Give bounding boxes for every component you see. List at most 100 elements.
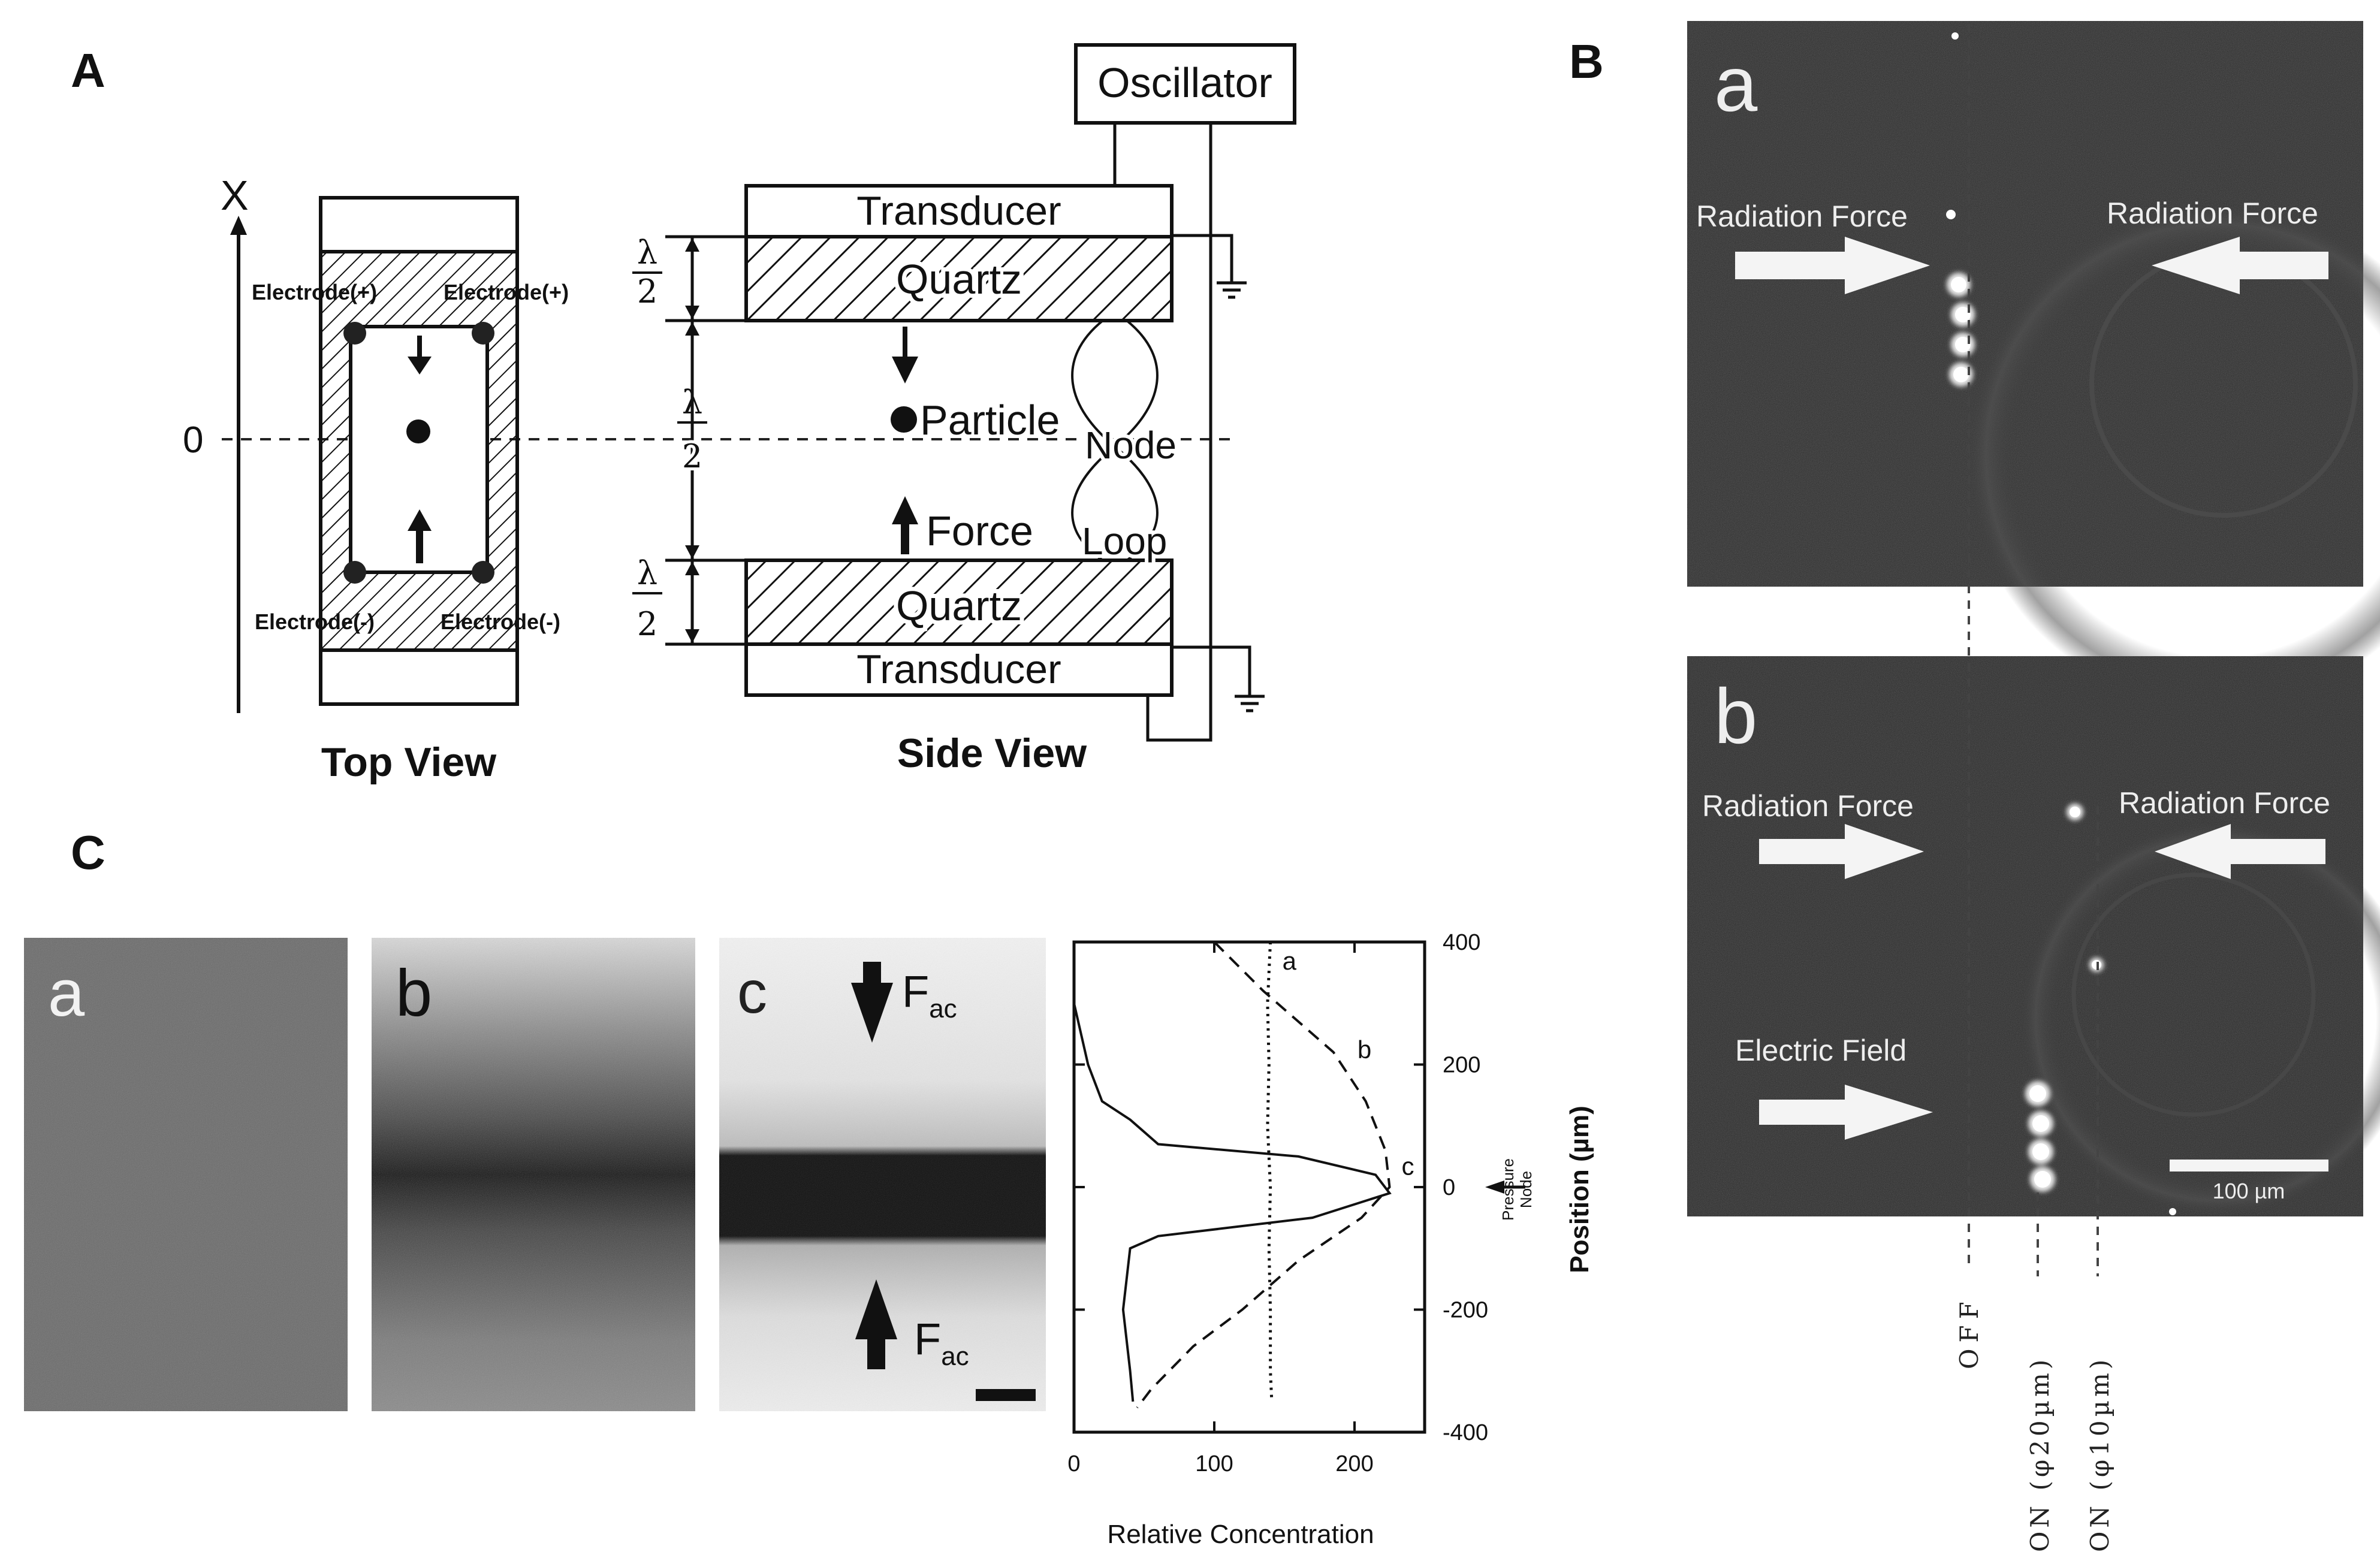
quartz-top-label: Quartz xyxy=(896,256,1022,303)
on-10um-label: ON (φ10µm) xyxy=(2085,1356,2114,1552)
transducer-bottom-label: Transducer xyxy=(856,647,1061,692)
down-arrow-icon xyxy=(851,962,893,1043)
x-tick-label: 0 xyxy=(1067,1451,1080,1477)
zero-label: 0 xyxy=(183,419,203,461)
lambda-half-label: λ 2 xyxy=(677,384,707,478)
electrode-dot xyxy=(343,322,366,345)
panel-label-b: B xyxy=(1569,35,1604,88)
particle-label: Particle xyxy=(920,397,1060,443)
x-axis-label: X xyxy=(221,172,249,219)
arrow-right-icon xyxy=(1759,1085,1933,1140)
ground-wire-bottom xyxy=(1172,645,1251,695)
sub-label-b: b xyxy=(1714,672,1757,760)
on-20um-label: ON (φ20µm) xyxy=(2025,1356,2055,1552)
quartz-bottom-label: Quartz xyxy=(896,582,1022,629)
series-line-a xyxy=(1266,941,1274,1402)
y-tick-label: -400 xyxy=(1443,1420,1488,1445)
svg-text:2: 2 xyxy=(637,273,657,310)
down-arrowhead xyxy=(892,357,918,384)
fac-bottom-label: Fac xyxy=(914,1314,969,1371)
electrode-label-top-left: Electrode(+) xyxy=(252,280,377,304)
electrode-dot xyxy=(343,561,366,584)
pressure-node-arrow-icon xyxy=(1485,1180,1504,1194)
series-label-c: c xyxy=(1402,1152,1414,1180)
y-tick-label: 200 xyxy=(1443,1053,1480,1078)
side-view-caption: Side View xyxy=(897,730,1087,776)
up-arrow-icon xyxy=(855,1279,897,1369)
dimension-arrowheads xyxy=(685,238,699,643)
radiation-force-right: Radiation Force xyxy=(2107,197,2318,230)
radiation-force-left: Radiation Force xyxy=(1702,789,1914,823)
node-label: Node xyxy=(1085,424,1177,467)
top-end-block xyxy=(319,196,519,253)
electrode-label-bottom-left: Electrode(-) xyxy=(255,609,375,634)
scale-bar xyxy=(2170,1160,2328,1172)
panel-c-image-b: b xyxy=(372,938,695,1411)
sub-label-a: a xyxy=(1714,40,1758,128)
electrode-label-bottom-right: Electrode(-) xyxy=(441,609,560,634)
lambda-half-label: λ 2 xyxy=(632,554,662,643)
lambda-half-label: λ 2 xyxy=(632,234,662,310)
side-view-diagram: Oscillator Transducer Quartz Quartz Tran… xyxy=(632,43,1296,776)
electric-field-label: Electric Field xyxy=(1735,1034,1907,1067)
oscillator-wire-2 xyxy=(1146,123,1212,742)
data-series xyxy=(1073,941,1392,1409)
fac-top-label: Fac xyxy=(902,967,957,1023)
y-tick-label: 400 xyxy=(1443,930,1480,955)
ground-symbol-icon xyxy=(1235,695,1265,712)
y-axis-title: Position (µm) xyxy=(1565,1106,1594,1273)
panel-b-image-b: b Radiation Force Radiation Force Electr… xyxy=(1687,656,2380,1216)
quartz-bottom xyxy=(744,558,1174,646)
standing-wave-curve xyxy=(1071,319,1159,561)
arrow-right-icon xyxy=(1735,237,1930,294)
top-view-caption: Top View xyxy=(321,739,497,785)
svg-text:λ: λ xyxy=(637,234,657,271)
svg-text:λ: λ xyxy=(682,384,702,421)
axis-ticks xyxy=(1073,941,1425,1433)
ground-wire-top xyxy=(1172,234,1233,282)
panel-c-image-a: a xyxy=(24,938,348,1411)
sub-label-a: a xyxy=(48,956,85,1030)
series-line-c xyxy=(1073,942,1392,1402)
x-axis-arrowhead xyxy=(230,216,247,235)
sub-label-c: c xyxy=(737,959,767,1026)
svg-text:λ: λ xyxy=(637,554,657,592)
loop-label: Loop xyxy=(1082,520,1167,563)
sub-label-b: b xyxy=(396,956,432,1030)
reference-dashed-lines xyxy=(1968,24,2099,1276)
force-label: Force xyxy=(926,508,1033,554)
series-line-b xyxy=(1136,941,1391,1409)
svg-text:2: 2 xyxy=(637,605,657,643)
particle-chain xyxy=(1946,32,1971,382)
x-tick-label: 100 xyxy=(1195,1451,1233,1477)
transducer-bottom xyxy=(744,642,1174,697)
radiation-force-left: Radiation Force xyxy=(1696,200,1908,233)
arrow-right-icon xyxy=(1759,824,1924,879)
series-label-a: a xyxy=(1283,947,1297,975)
arrow-left-icon xyxy=(2155,824,2325,879)
electrode-dot xyxy=(472,322,494,345)
scale-bar xyxy=(976,1389,1036,1401)
ground-symbol-icon xyxy=(1217,281,1247,299)
x-axis-title: Relative Concentration xyxy=(1107,1520,1374,1549)
top-view-diagram: X 0 Electrode(+) Electrode(+) Electrode(… xyxy=(183,172,1235,785)
electrode-label-top-right: Electrode(+) xyxy=(444,280,569,304)
panel-b-image-a: a Radiation Force Radiation Force xyxy=(1687,21,2380,707)
y-tick-label: 0 xyxy=(1443,1175,1455,1200)
x-tick-label: 200 xyxy=(1335,1451,1373,1477)
panel-label-a: A xyxy=(71,44,105,97)
particle-dot xyxy=(406,419,430,443)
scale-bar-label: 100 µm xyxy=(2213,1179,2285,1203)
plot-frame xyxy=(1072,940,1426,1434)
radiation-force-right: Radiation Force xyxy=(2119,786,2330,820)
bottom-end-block xyxy=(319,648,519,706)
pressure-node-annotation: PressureNode xyxy=(1499,1158,1535,1221)
electrode-dot xyxy=(472,561,494,584)
oscillator-label: Oscillator xyxy=(1097,59,1272,106)
transducer-top xyxy=(744,184,1174,238)
down-arrowhead xyxy=(408,357,432,375)
panel-c-image-c: c Fac Fac xyxy=(719,938,1046,1411)
arrow-left-icon xyxy=(2152,237,2328,294)
